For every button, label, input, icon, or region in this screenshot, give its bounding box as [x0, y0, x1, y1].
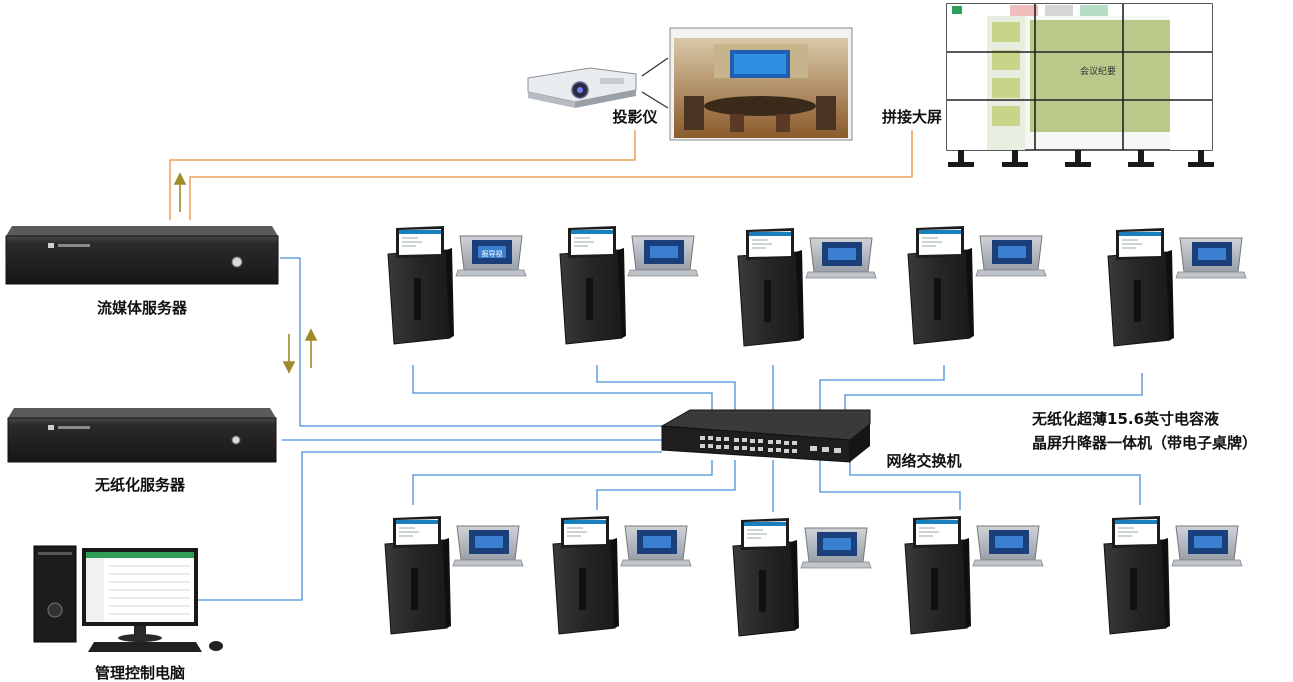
- streaming-server-label: 流媒体服务器: [97, 299, 188, 317]
- projector-device: [527, 57, 669, 109]
- streaming-server: [5, 226, 279, 285]
- paperless-server-label: 无纸化服务器: [94, 476, 186, 494]
- network-switch: [660, 409, 871, 463]
- admin-pc-label: 管理控制电脑: [95, 664, 185, 682]
- terminal-unit: [907, 225, 1047, 345]
- projector-label: 投影仪: [612, 108, 658, 126]
- paperless-server: [7, 408, 277, 463]
- switch-label: 网络交换机: [886, 452, 961, 470]
- av-links: [169, 130, 913, 220]
- terminal-unit: [737, 227, 877, 347]
- terminal-unit: [732, 517, 872, 637]
- video-wall: [946, 3, 1214, 167]
- terminal-unit: [387, 225, 527, 345]
- nameplate-text: 报导视: [482, 249, 503, 258]
- video-wall-screen-text: 会议纪要: [1080, 65, 1116, 77]
- terminal-unit: [904, 515, 1044, 635]
- link-pc-switch: [198, 451, 662, 601]
- video-wall-label: 拼接大屏: [882, 108, 942, 126]
- terminal-unit: [559, 225, 699, 345]
- link-server-projector: [169, 130, 636, 220]
- terminal-unit: [552, 515, 692, 635]
- network-links: [198, 257, 1143, 601]
- link-streaming-switch: [280, 257, 662, 427]
- terminal-unit: [384, 515, 524, 635]
- terminal-unit: [1103, 515, 1243, 635]
- terminal-row-top: [387, 225, 1247, 347]
- flow-arrows: [173, 172, 318, 374]
- admin-pc: [33, 545, 223, 652]
- terminal-label-line2: 晶屏升降器一体机（带电子桌牌）: [1032, 434, 1257, 452]
- projection-screen: [669, 27, 853, 141]
- terminal-unit: [1107, 227, 1247, 347]
- terminal-label-line1: 无纸化超薄15.6英寸电容液: [1031, 410, 1220, 428]
- link-server-videowall: [189, 130, 913, 220]
- terminal-row-bottom: [384, 515, 1243, 637]
